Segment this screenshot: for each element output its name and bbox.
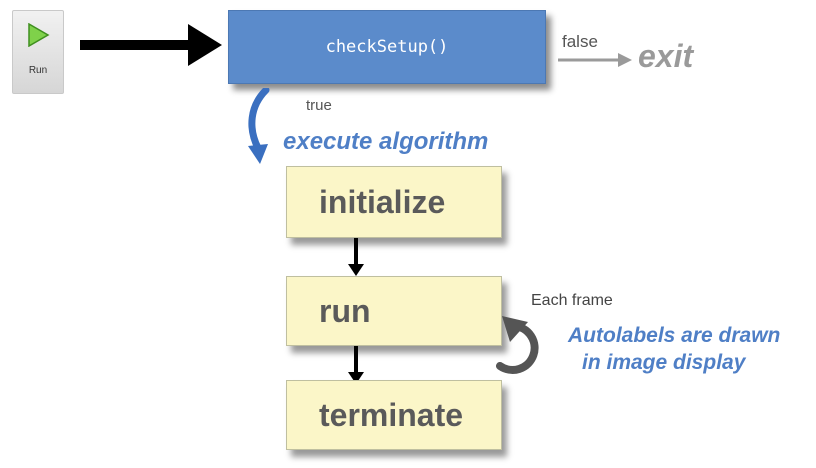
- down-arrow: [348, 346, 364, 384]
- each-frame-label: Each frame: [531, 292, 613, 309]
- run-step: run: [286, 276, 502, 346]
- false-arrow: [558, 53, 632, 67]
- exit-label: exit: [638, 38, 694, 74]
- terminate-label: terminate: [319, 396, 464, 433]
- autolabels-note: Autolabels are drawn in image display: [568, 322, 780, 376]
- flow-arrow-right: [80, 24, 222, 66]
- run-button-label: Run: [28, 65, 48, 76]
- true-label: true: [306, 97, 332, 114]
- check-setup-box: checkSetup(): [228, 10, 546, 84]
- true-curve-arrow: [248, 88, 270, 164]
- check-setup-label: checkSetup(): [325, 37, 449, 57]
- initialize-label: initialize: [319, 183, 446, 220]
- play-icon: [28, 23, 50, 47]
- down-arrow: [348, 238, 364, 276]
- loop-arrow-icon: [496, 316, 539, 374]
- execute-algorithm-label: execute algorithm: [283, 128, 489, 155]
- initialize-step: initialize: [286, 166, 502, 238]
- run-button[interactable]: Run: [12, 10, 64, 94]
- autolabels-line1: Autolabels are drawn: [568, 324, 781, 347]
- false-label: false: [562, 32, 598, 51]
- autolabels-line2: in image display: [582, 351, 746, 374]
- run-label: run: [319, 292, 371, 329]
- terminate-step: terminate: [286, 380, 502, 450]
